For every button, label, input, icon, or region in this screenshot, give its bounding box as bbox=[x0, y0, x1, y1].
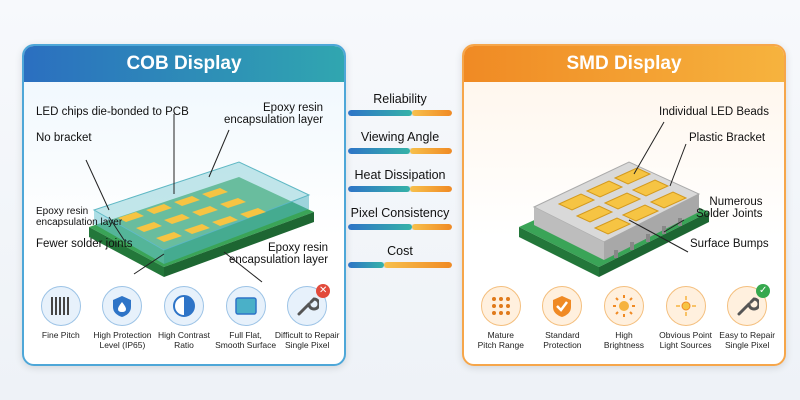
cob-epoxy-left bbox=[94, 210, 164, 264]
cob-callout-fewer-joints: Fewer solder joints bbox=[36, 238, 133, 250]
smd-feature-brightness: High Brightness bbox=[594, 286, 654, 360]
water-drop-shield-icon bbox=[102, 286, 143, 326]
metric-bar bbox=[348, 148, 452, 154]
metric-bar bbox=[348, 224, 452, 230]
cob-callout-epoxy-top: Epoxy resin encapsulation layer bbox=[224, 102, 324, 126]
smd-fill bbox=[410, 186, 452, 192]
sun-icon bbox=[603, 286, 644, 326]
smd-bracket-left bbox=[534, 207, 604, 260]
metric-label: Viewing Angle bbox=[360, 130, 440, 144]
metric-viewing-angle: Viewing Angle bbox=[348, 130, 452, 154]
smd-leader-lines bbox=[628, 121, 689, 253]
metric-reliability: Reliability bbox=[348, 92, 452, 116]
cob-feature-repair: ✕ Difficult to Repair Single Pixel bbox=[274, 284, 340, 360]
cob-panel: COB Display bbox=[22, 44, 346, 366]
smd-diagram bbox=[519, 121, 709, 277]
metric-bar bbox=[348, 110, 452, 116]
smd-panel: SMD Display bbox=[462, 44, 786, 366]
cob-fill bbox=[348, 262, 385, 268]
point-light-icon bbox=[665, 286, 706, 326]
cob-callout-no-bracket: No bracket bbox=[36, 132, 92, 144]
metric-label: Pixel Consistency bbox=[350, 206, 450, 220]
smd-callout-bumps: Surface Bumps bbox=[690, 238, 769, 250]
cob-feature-label: Difficult to Repair Single Pixel bbox=[274, 330, 340, 350]
shield-check-icon bbox=[542, 286, 583, 326]
cob-callout-epoxy-bottom: Epoxy resin encapsulation layer bbox=[229, 242, 329, 266]
cob-feature-row: Fine Pitch High Protection Level (IP65) … bbox=[30, 284, 340, 360]
smd-feature-label: Mature Pitch Range bbox=[477, 330, 524, 350]
cob-feature-label: Full Flat, Smooth Surface bbox=[215, 330, 277, 350]
smd-bracket-right bbox=[604, 194, 699, 260]
smd-feature-point-light: Obvious Point Light Sources bbox=[656, 286, 716, 360]
check-badge-icon: ✓ bbox=[756, 284, 771, 298]
smd-pcb-left bbox=[519, 227, 599, 277]
smd-feature-protection: Standard Protection bbox=[532, 286, 592, 360]
metric-bar bbox=[348, 186, 452, 192]
cob-feature-label: High Contrast Ratio bbox=[158, 330, 210, 350]
smd-feature-label: High Brightness bbox=[603, 330, 645, 350]
contrast-icon bbox=[163, 286, 204, 326]
cob-pcb-right bbox=[164, 212, 314, 277]
wrench-icon: ✕ bbox=[287, 284, 331, 326]
smd-callout-beads: Individual LED Beads bbox=[659, 106, 769, 118]
cob-feature-flat: Full Flat, Smooth Surface bbox=[215, 286, 277, 360]
smd-callout-joints: Numerous Solder Joints bbox=[696, 196, 763, 220]
fine-pitch-icon bbox=[40, 286, 81, 326]
metric-heat-dissipation: Heat Dissipation bbox=[348, 168, 452, 192]
cob-fill bbox=[348, 148, 411, 154]
cob-feature-contrast: High Contrast Ratio bbox=[154, 286, 214, 360]
cob-callout-led-chips: LED chips die-bonded to PCB bbox=[36, 106, 189, 118]
cob-leader-lines bbox=[85, 114, 263, 283]
smd-feature-pitch: Mature Pitch Range bbox=[471, 286, 531, 360]
smd-feature-row: Mature Pitch Range Standard Protection H… bbox=[470, 284, 778, 360]
cob-fill bbox=[348, 186, 411, 192]
cob-feature-label: High Protection Level (IP65) bbox=[93, 330, 152, 350]
cross-badge-icon: ✕ bbox=[316, 284, 331, 298]
cob-epoxy-right bbox=[164, 195, 309, 264]
metric-pixel-consistency: Pixel Consistency bbox=[348, 206, 452, 230]
cob-feature-protection: High Protection Level (IP65) bbox=[92, 286, 152, 360]
cob-title: COB Display bbox=[24, 46, 344, 82]
smd-feature-label: Obvious Point Light Sources bbox=[659, 330, 713, 350]
cob-feature-fine-pitch: Fine Pitch bbox=[31, 286, 91, 360]
dot-grid-icon bbox=[480, 286, 521, 326]
smd-pcb-right bbox=[599, 212, 709, 277]
smd-feature-label: Standard Protection bbox=[543, 330, 582, 350]
metric-label: Cost bbox=[387, 244, 413, 258]
cob-led-chips bbox=[118, 188, 266, 242]
wrench-icon: ✓ bbox=[727, 284, 771, 326]
smd-callout-bracket: Plastic Bracket bbox=[689, 132, 766, 144]
metric-bar bbox=[348, 262, 452, 268]
smd-fill bbox=[412, 110, 452, 116]
smd-fill bbox=[412, 224, 452, 230]
cob-diagram bbox=[85, 114, 314, 283]
metric-cost: Cost bbox=[348, 244, 452, 268]
smd-title: SMD Display bbox=[464, 46, 784, 82]
cob-feature-label: Fine Pitch bbox=[41, 330, 80, 340]
smd-led-beads bbox=[557, 167, 688, 235]
cob-fill bbox=[348, 110, 413, 116]
cob-callout-epoxy-left: Epoxy resin encapsulation layer bbox=[36, 206, 123, 228]
metric-label: Reliability bbox=[373, 92, 427, 106]
smd-feature-repair: ✓ Easy to Repair Single Pixel bbox=[717, 284, 777, 360]
smd-fill bbox=[384, 262, 452, 268]
cob-fill bbox=[348, 224, 413, 230]
flat-surface-icon bbox=[225, 286, 266, 326]
smd-feature-label: Easy to Repair Single Pixel bbox=[719, 330, 776, 350]
metric-label: Heat Dissipation bbox=[354, 168, 446, 182]
smd-fill bbox=[410, 148, 452, 154]
cob-pcb-left bbox=[89, 227, 164, 277]
